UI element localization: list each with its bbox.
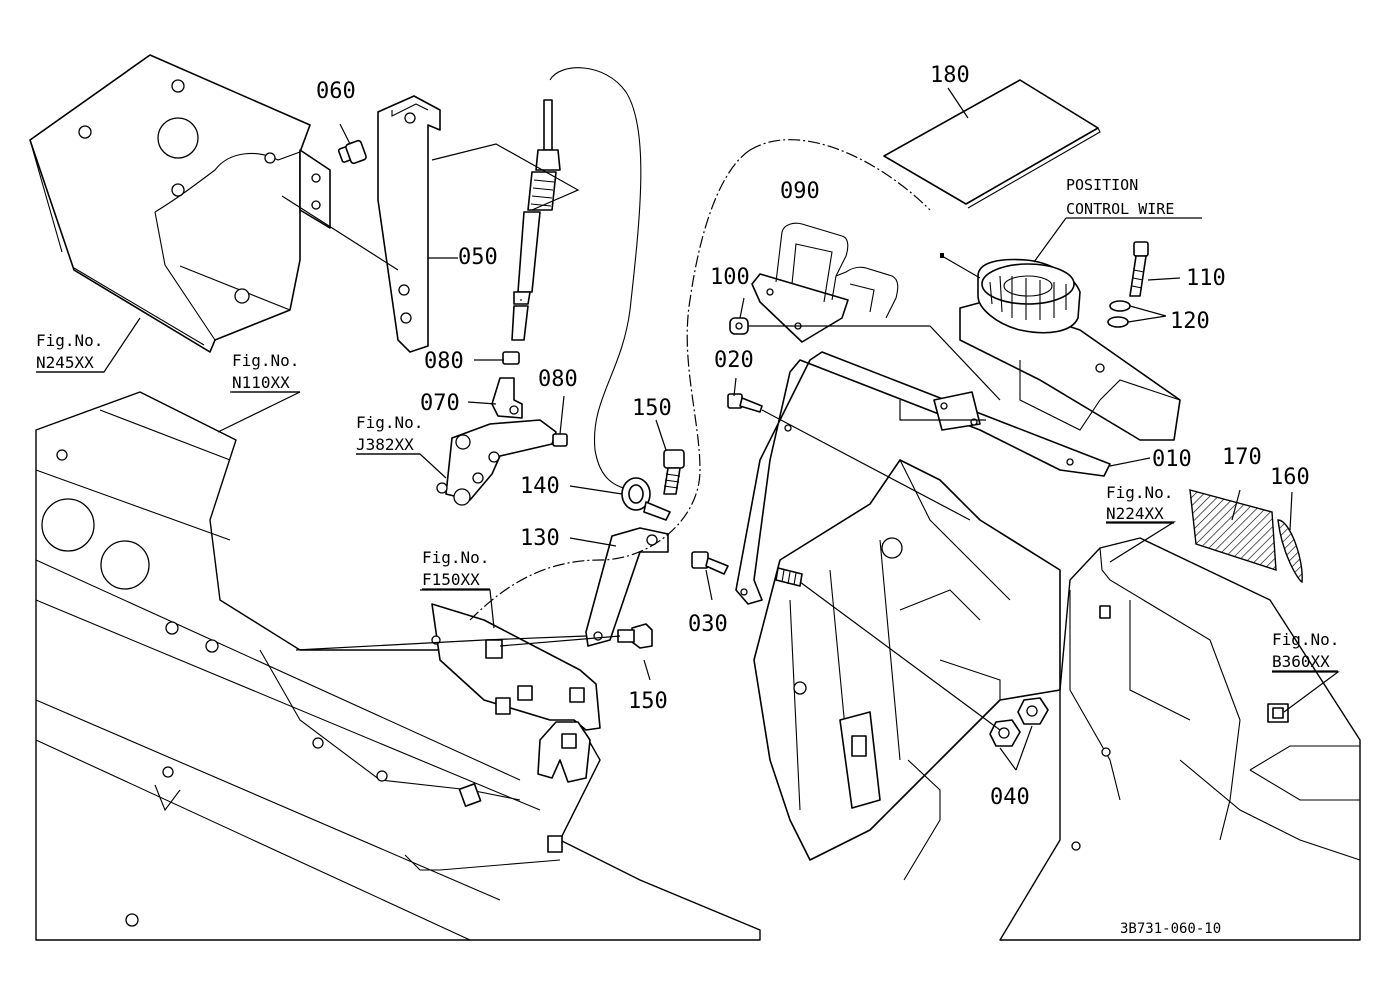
note-line-1: POSITION (1066, 176, 1138, 194)
manual-180 (883, 79, 1101, 209)
label-110: 110 (1186, 266, 1226, 291)
label-050: 050 (458, 245, 498, 270)
label-100: 100 (710, 265, 750, 290)
washer-120 (1107, 300, 1131, 328)
label-140: 140 (520, 474, 560, 499)
lever-j382 (436, 419, 557, 506)
label-160: 160 (1270, 465, 1310, 490)
bracket-f150 (431, 603, 601, 783)
nut-040 (989, 697, 1049, 747)
decal-160 (1277, 519, 1303, 584)
label-070: 070 (420, 391, 460, 416)
label-120: 120 (1170, 309, 1210, 334)
label-090: 090 (780, 179, 820, 204)
label-010: 010 (1152, 447, 1192, 472)
assembly-boundary-line (469, 139, 931, 621)
note-line-2: CONTROL WIRE (1066, 200, 1174, 218)
figref-label: Fig.No. (1272, 630, 1339, 649)
figref-code: N245XX (36, 353, 94, 372)
handle-090 (751, 222, 899, 343)
figref-code: N224XX (1106, 504, 1164, 523)
figref-label: Fig.No. (36, 331, 103, 350)
label-040: 040 (990, 785, 1030, 810)
control-knob-unit (940, 253, 1181, 441)
label-020: 020 (714, 348, 754, 373)
stud-bolt (775, 567, 803, 587)
figref-label: Fig.No. (232, 351, 299, 370)
control-cable (511, 67, 642, 491)
figref-j382: Fig.No. J382XX (356, 413, 423, 454)
clamp-140 (621, 477, 671, 521)
label-080-lower: 080 (538, 367, 578, 392)
bolt-030 (691, 551, 729, 575)
label-060: 060 (316, 79, 356, 104)
figref-label: Fig.No. (422, 548, 489, 567)
support-tower (753, 459, 1061, 881)
figure-references: Fig.No. N245XX Fig.No. N110XX Fig.No. J3… (36, 331, 1339, 671)
label-170: 170 (1222, 445, 1262, 470)
bolt-110 (1129, 241, 1149, 297)
nut-080-lower (552, 433, 568, 447)
label-150-lower: 150 (628, 689, 668, 714)
figref-code: J382XX (356, 435, 414, 454)
underlines (36, 371, 1338, 672)
figref-code: F150XX (422, 570, 480, 589)
label-150-upper: 150 (632, 396, 672, 421)
bracket-050 (377, 95, 441, 353)
joint-070 (491, 377, 523, 419)
bracket-130 (585, 527, 669, 647)
figref-f150: Fig.No. F150XX (422, 548, 489, 589)
bolt-020 (727, 393, 763, 413)
figref-code: B360XX (1272, 652, 1330, 671)
top-left-mount-bracket (29, 54, 331, 353)
figref-b360: Fig.No. B360XX (1272, 630, 1339, 671)
figref-label: Fig.No. (1106, 483, 1173, 502)
label-030: 030 (688, 612, 728, 637)
bolt-150-upper (663, 449, 685, 495)
figref-n245: Fig.No. N245XX (36, 331, 103, 372)
part-labels: 060 050 080 070 080 150 140 130 150 180 … (316, 63, 1310, 810)
right-side-frame (999, 537, 1361, 941)
label-180: 180 (930, 63, 970, 88)
main-frame-panel (35, 391, 761, 941)
figref-n110: Fig.No. N110XX (232, 351, 299, 392)
figref-label: Fig.No. (356, 413, 423, 432)
bolt-060 (337, 139, 367, 165)
bolt-150-lower (617, 623, 653, 649)
decal-170 (1189, 489, 1277, 571)
label-130: 130 (520, 526, 560, 551)
position-control-wire-note: POSITION CONTROL WIRE (1066, 176, 1174, 218)
label-080-upper: 080 (424, 349, 464, 374)
figref-code: N110XX (232, 373, 290, 392)
nut-080-upper (502, 351, 520, 365)
figref-n224: Fig.No. N224XX (1106, 483, 1173, 523)
pin-100 (729, 317, 749, 335)
drawing-code: 3B731-060-10 (1120, 921, 1221, 937)
